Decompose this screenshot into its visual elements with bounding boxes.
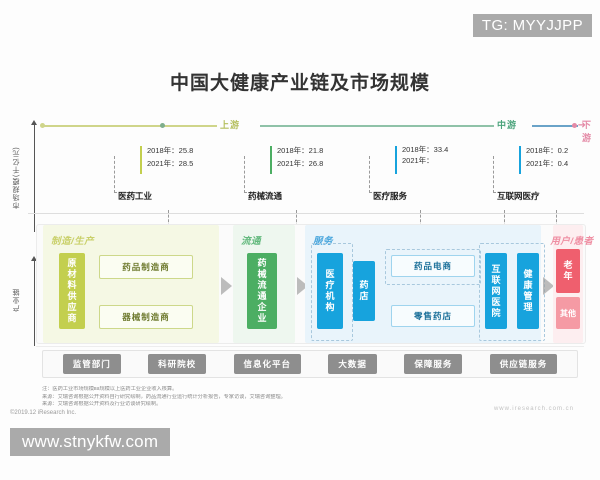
stream-dot-end [572, 123, 577, 128]
stream-label-upstream: 上游 [220, 120, 241, 130]
metric-2021: 2021年：0.4 [526, 159, 569, 168]
watermark-bottom: www.stnykfw.com [10, 428, 171, 456]
box-distribution-enterprise[interactable]: 药械流通企业 [247, 253, 277, 329]
support-item-it-platform[interactable]: 信息化平台 [233, 354, 302, 374]
connector-4 [504, 210, 505, 236]
metric-color-bar [140, 146, 142, 174]
box-medical-institution[interactable]: 医疗机构 [317, 253, 343, 329]
metric-values: 2018年：25.8 2021年：28.5 [147, 144, 193, 170]
support-item-research[interactable]: 科研院校 [148, 354, 207, 374]
metric-values: 2018年：33.4 2021年： [402, 144, 448, 166]
stage-manufacturing-label: 制造/生产 [51, 236, 95, 247]
stream-arrow-icon: ➜ [577, 120, 586, 131]
stream-line-downstream [532, 125, 578, 127]
box-drug-ecommerce[interactable]: 药品电商 [391, 255, 475, 277]
service-group-retail [385, 249, 481, 285]
box-user-other[interactable]: 其他 [556, 297, 580, 329]
metric-name: 医疗服务 [373, 191, 408, 201]
stream-dot-start [40, 123, 45, 128]
page-title: 中国大健康产业链及市场规模 [169, 73, 430, 94]
brand-url: www.iresearch.com.cn [493, 406, 574, 412]
box-user-elderly[interactable]: 老年 [556, 249, 580, 293]
connector-3 [420, 210, 421, 236]
notes-block: 注：医药工业市场规模ва规模以上医药工业企业收入核算。 来源：艾瑞咨询根据公开资… [42, 386, 582, 409]
connector-5 [556, 210, 557, 236]
y-axis-arrow-chain [31, 256, 37, 346]
metric-hook [114, 156, 141, 193]
stream-bar: 上游 中游 下游 ➜ [40, 120, 591, 143]
note-line-2: 来源：艾瑞咨询根据公开资料及行业访谈研究绘制。 [42, 401, 162, 407]
flow-chevron-icon [221, 277, 232, 295]
flow-chevron-icon [543, 277, 554, 295]
metric-2018: 2018年：0.2 [526, 146, 569, 155]
stage-user-label: 用户/患者 [550, 236, 594, 247]
stage-circulation: 流通 药械流通企业 [233, 225, 295, 343]
y-axis-arrow-market [31, 120, 37, 232]
box-internet-hospital[interactable]: 互联网医院 [485, 253, 507, 329]
metric-values: 2018年：21.8 2021年：26.8 [277, 144, 323, 170]
metric-name: 医药工业 [118, 191, 153, 201]
stage-service: 服务 医疗机构 药店 药品电商 零售药店 互联网医院 健康管理 [305, 225, 545, 343]
metric-2021: 2021年： [402, 156, 434, 165]
chart-canvas: 市场规模(千亿元) 产业链 上游 中游 下游 ➜ 2018年：25.8 2021… [8, 110, 593, 416]
box-drug-manufacturer[interactable]: 药品制造商 [99, 255, 193, 279]
support-services-row: 监管部门 科研院校 信息化平台 大数据 保障服务 供应链服务 [42, 350, 578, 378]
metric-2021: 2021年：28.5 [147, 159, 194, 168]
metric-2018: 2018年：25.8 [147, 146, 194, 155]
y-axis-label-market: 市场规模(千亿元) [13, 146, 20, 210]
connector-2 [296, 210, 297, 236]
value-chain-band: 制造/生产 原材料供应商 药品制造商 器械制造商 流通 药械流通企业 服务 医疗… [36, 224, 593, 344]
y-axis-label-chain: 产业链 [13, 288, 20, 312]
metric-values: 2018年：0.2 2021年：0.4 [526, 144, 568, 170]
metric-hook [493, 156, 520, 193]
metric-color-bar [519, 146, 521, 174]
support-item-supply-chain[interactable]: 供应链服务 [489, 354, 558, 374]
stage-service-label: 服务 [313, 236, 334, 247]
stream-label-downstream: 下游 [582, 120, 593, 143]
support-item-big-data[interactable]: 大数据 [328, 354, 377, 374]
stage-circulation-label: 流通 [241, 236, 262, 247]
box-device-manufacturer[interactable]: 器械制造商 [99, 305, 193, 329]
box-retail-pharmacy[interactable]: 零售药店 [391, 305, 475, 327]
metric-color-bar [395, 146, 397, 174]
stage-user: 用户/患者 老年 其他 [550, 225, 593, 343]
note-line-1: 注：医药工业市场规模ва规模以上医药工业企业收入核算。 [42, 386, 178, 392]
box-raw-material-supplier[interactable]: 原材料供应商 [59, 253, 85, 329]
stream-line-upstream [42, 125, 217, 127]
metric-name: 药械流通 [248, 191, 283, 201]
stream-line-midstream [260, 125, 494, 127]
note-line-3: 来源：艾瑞咨询根据公开资料自行研究绘制，药品流通行业运行统计分析报告，专家访谈，… [42, 393, 286, 400]
band-separator [36, 346, 584, 347]
box-health-management[interactable]: 健康管理 [517, 253, 539, 329]
box-pharmacy[interactable]: 药店 [353, 261, 375, 321]
stream-label-midstream: 中游 [497, 120, 518, 130]
axis-divider [28, 213, 584, 214]
metric-color-bar [270, 146, 272, 174]
stage-manufacturing: 制造/生产 原材料供应商 药品制造商 器械制造商 [43, 225, 219, 343]
support-item-regulator[interactable]: 监管部门 [62, 354, 121, 374]
stream-dot-mid [160, 123, 165, 128]
watermark-top: TG: MYYJJPP [472, 14, 592, 37]
support-item-insurance[interactable]: 保障服务 [404, 354, 463, 374]
flow-chevron-icon [297, 277, 308, 295]
metric-2018: 2018年：33.4 [402, 145, 449, 154]
metric-2021: 2021年：26.8 [277, 159, 324, 168]
metric-hook [244, 156, 271, 193]
service-group-institution [311, 243, 353, 341]
metric-hook [369, 156, 396, 193]
copyright-text: ©2019.12 iResearch Inc. [10, 410, 77, 416]
metric-2018: 2018年：21.8 [277, 146, 324, 155]
connector-1 [168, 210, 169, 236]
metric-name: 互联网医疗 [497, 191, 540, 201]
